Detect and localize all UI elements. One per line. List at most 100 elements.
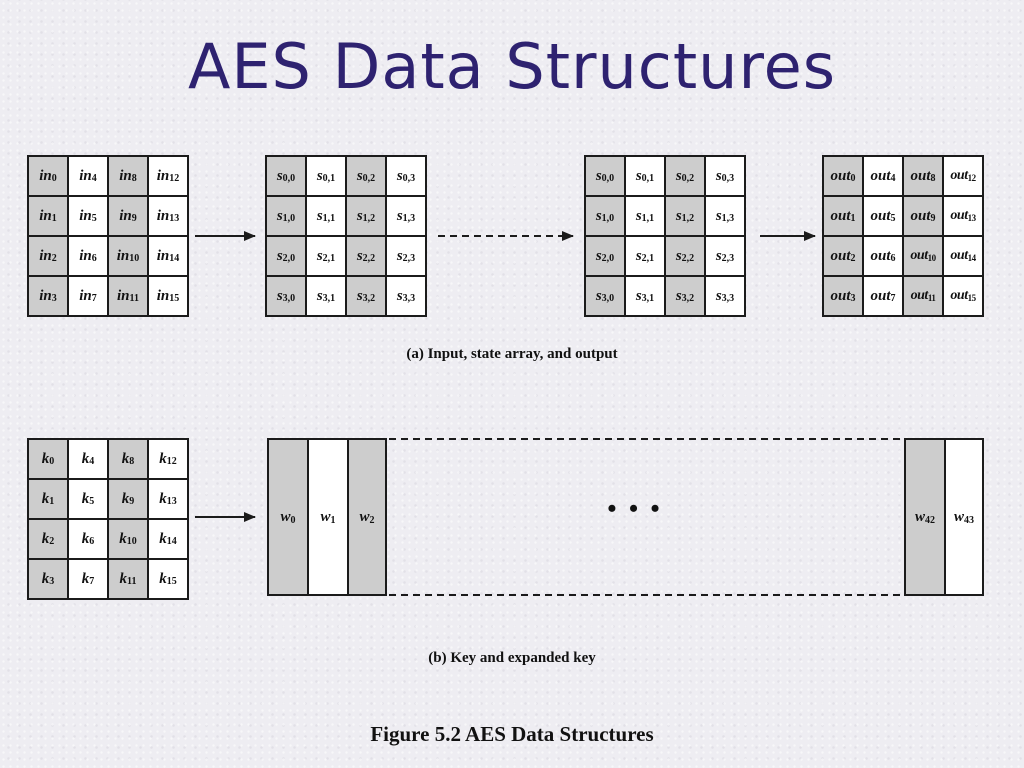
word-label: w43 [953,508,974,526]
caption-a: (a) Input, state array, and output [406,346,618,362]
caption-b: (b) Key and expanded key [428,650,596,666]
expanded-key-ellipsis: • • • [607,494,663,523]
word-label: w1 [320,508,336,526]
word-label: w0 [280,508,296,526]
word-label: w42 [914,508,935,526]
word-column-w1: w1 [307,438,347,596]
figure-caption: Figure 5.2 AES Data Structures [370,722,654,746]
word-column-w42: w42 [904,438,944,596]
word-column-w0: w0 [267,438,307,596]
word-column-w43: w43 [944,438,984,596]
word-column-w2: w2 [347,438,387,596]
word-label: w2 [359,508,375,526]
slide-title: AES Data Structures [187,30,837,103]
